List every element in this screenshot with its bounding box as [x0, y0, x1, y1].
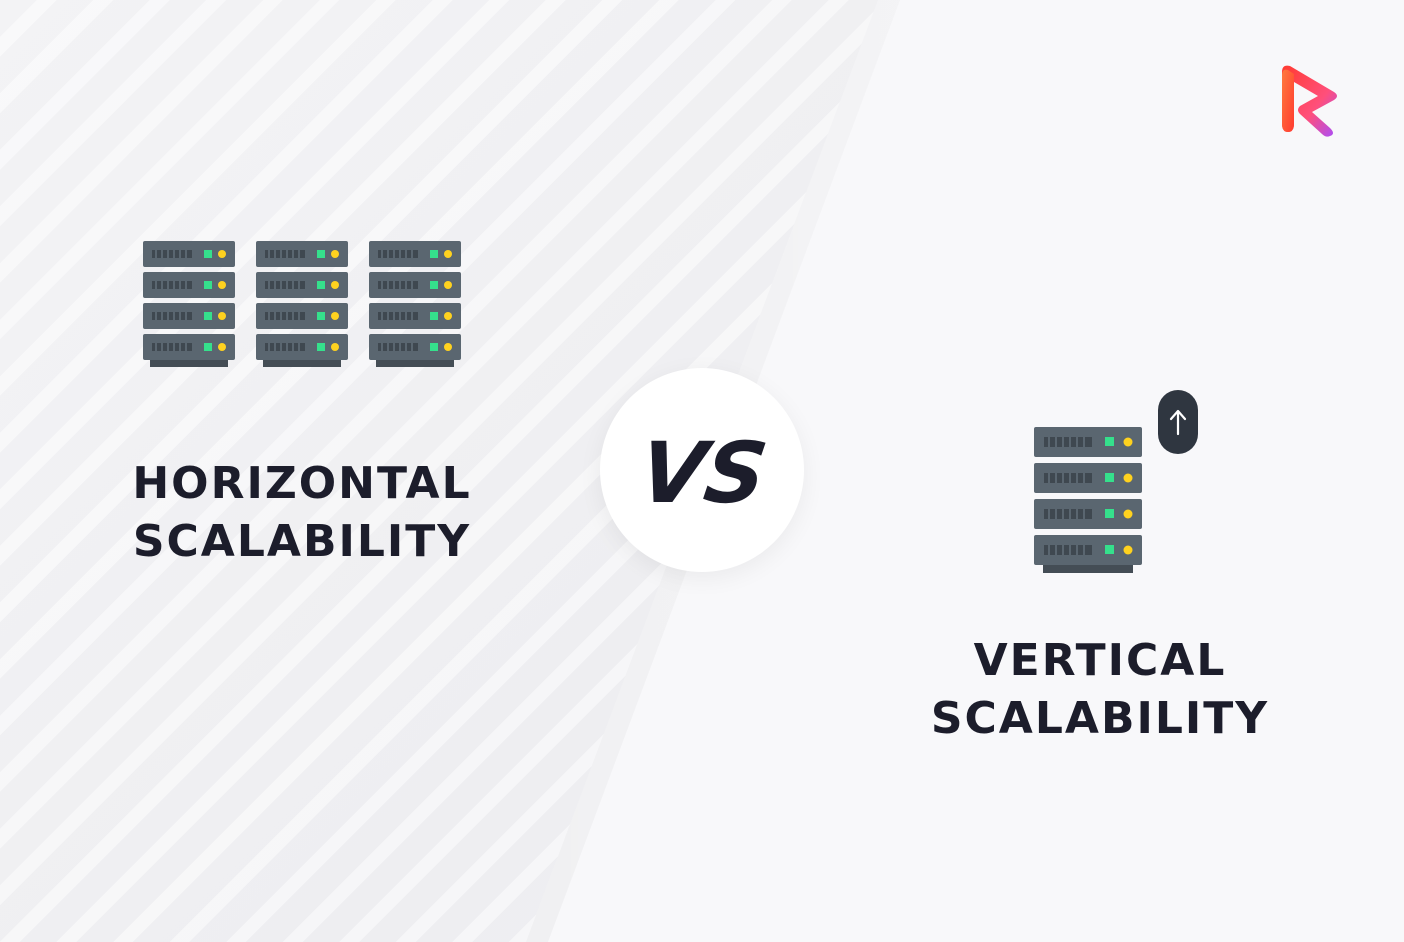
server-rack-icon [256, 241, 348, 367]
scale-up-badge [1158, 390, 1198, 454]
horizontal-scalability-title: HORIZONTAL SCALABILITY [120, 455, 484, 571]
title-line-2: SCALABILITY [930, 693, 1270, 744]
title-line-2: SCALABILITY [132, 516, 472, 567]
vs-badge: VS [600, 368, 804, 572]
title-line-1: VERTICAL [973, 635, 1227, 686]
vertical-scalability-title: VERTICAL SCALABILITY [900, 632, 1300, 748]
horizontal-server-group [140, 240, 466, 370]
server-rack-icon [369, 241, 461, 367]
arrow-up-icon [1169, 409, 1187, 436]
server-rack-icon [1034, 427, 1142, 573]
brand-r-logo-icon [1282, 65, 1337, 137]
server-rack-icon [143, 241, 235, 367]
title-line-1: HORIZONTAL [132, 458, 472, 509]
vs-text: VS [634, 424, 773, 522]
vs-label: VS [634, 424, 773, 522]
